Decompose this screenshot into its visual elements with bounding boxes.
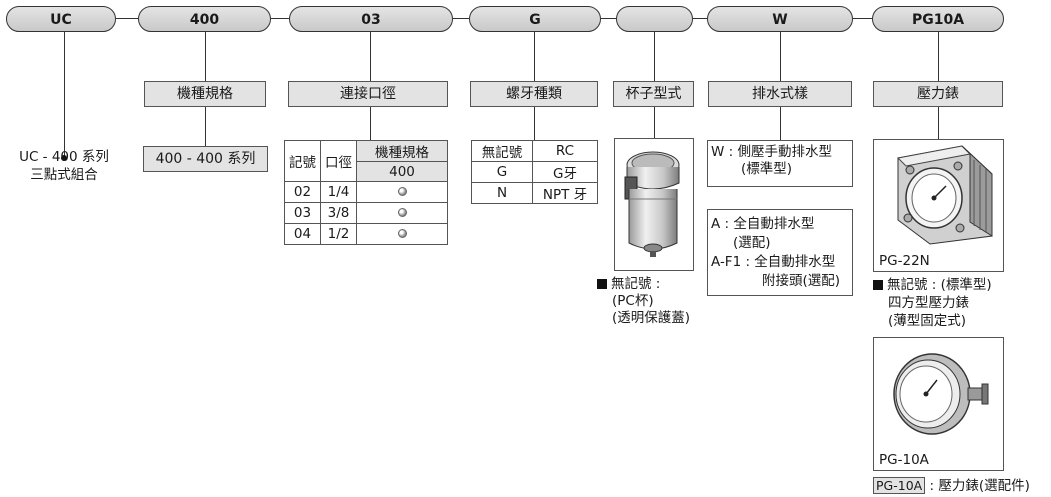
connector-line bbox=[64, 32, 65, 158]
table-row: 04 1/2 bbox=[284, 223, 448, 245]
cell-thread: RC bbox=[532, 140, 598, 162]
drain-standard-box: W : 側壓手動排水型 (標準型) bbox=[707, 140, 853, 187]
connector-line bbox=[534, 32, 535, 81]
footnote-text: : 壓力錶(選配件) bbox=[929, 478, 1030, 494]
separator bbox=[853, 18, 872, 19]
round-gauge-icon bbox=[893, 353, 989, 435]
connector-line bbox=[370, 32, 371, 81]
code-pill-cup bbox=[616, 6, 693, 32]
code-pill-gauge: PG10A bbox=[872, 6, 1004, 32]
cell-code: 04 bbox=[284, 223, 321, 245]
connector-line bbox=[938, 107, 939, 139]
gauge-model-label: PG-10A bbox=[879, 452, 929, 468]
gauge-note: 無記號 : (標準型) 四方型壓力錶 (薄型固定式) bbox=[873, 276, 992, 330]
cell-available bbox=[356, 181, 448, 203]
port-size-table: 記號 口徑 機種規格 400 02 1/4 03 3/8 04 1/2 bbox=[284, 140, 448, 245]
cup-image-box bbox=[614, 138, 694, 271]
separator bbox=[271, 18, 289, 19]
connector-line bbox=[534, 107, 535, 140]
square-bullet-icon bbox=[597, 279, 607, 289]
cup-note: 無記號 : (PC杯) (透明保護蓋) bbox=[597, 276, 690, 327]
cell-bore: 1/2 bbox=[320, 223, 357, 245]
table-row: 03 3/8 bbox=[284, 202, 448, 224]
cell-thread: G牙 bbox=[532, 161, 598, 183]
label-thread-type: 螺牙種類 bbox=[470, 81, 598, 107]
gauge-pg22n-box: PG-22N bbox=[873, 139, 1004, 272]
table-row: 無記號 RC bbox=[471, 140, 598, 162]
available-dot-icon bbox=[397, 229, 407, 238]
label-cup-type: 杯子型式 bbox=[613, 81, 694, 107]
cell-thread: NPT 牙 bbox=[532, 182, 598, 204]
option-tag: PG-10A bbox=[873, 477, 926, 494]
cell-code: N bbox=[471, 182, 533, 204]
label-model-spec: 機種規格 bbox=[144, 81, 266, 107]
model-value: 400 - 400 系列 bbox=[143, 146, 268, 172]
cell-available bbox=[356, 223, 448, 245]
connector-line bbox=[780, 32, 781, 81]
connector-dot bbox=[61, 155, 67, 161]
gauge-model-label: PG-22N bbox=[879, 253, 930, 269]
available-dot-icon bbox=[397, 187, 407, 196]
gauge-pg10a-box: PG-10A bbox=[873, 337, 1004, 471]
connector-line bbox=[205, 32, 206, 81]
available-dot-icon bbox=[397, 208, 407, 217]
square-bullet-icon bbox=[873, 280, 883, 290]
code-pill-thread: G bbox=[469, 6, 601, 32]
cell-code: 02 bbox=[284, 181, 321, 203]
separator bbox=[116, 18, 138, 19]
connector-line bbox=[654, 32, 655, 81]
cell-bore: 3/8 bbox=[320, 202, 357, 224]
code-pill-model: 400 bbox=[138, 6, 271, 32]
col-header-code: 記號 bbox=[284, 140, 321, 182]
col-header-model: 機種規格 bbox=[356, 140, 448, 162]
connector-line bbox=[205, 107, 206, 146]
connector-line bbox=[938, 32, 939, 81]
cell-available bbox=[356, 202, 448, 224]
table-row: N NPT 牙 bbox=[471, 182, 598, 204]
code-pill-port: 03 bbox=[289, 6, 453, 32]
cell-code: 03 bbox=[284, 202, 321, 224]
code-pill-series: UC bbox=[6, 6, 116, 32]
connector-line bbox=[780, 107, 781, 140]
col-header-bore: 口徑 bbox=[320, 140, 357, 182]
pc-cup-icon bbox=[624, 151, 680, 257]
code-pill-drain: W bbox=[707, 6, 853, 32]
square-gauge-icon bbox=[896, 145, 993, 245]
series-description: UC - 400 系列 三點式組合 bbox=[19, 149, 109, 183]
cell-code: G bbox=[471, 161, 533, 183]
connector-line bbox=[370, 107, 371, 140]
gauge-footnote: PG-10A : 壓力錶(選配件) bbox=[873, 477, 1030, 495]
label-drain-type: 排水式樣 bbox=[708, 81, 852, 107]
drain-option-box: A : 全自動排水型 (選配) A-F1 : 全自動排水型 附接頭(選配) bbox=[707, 209, 853, 296]
col-header-400: 400 bbox=[356, 161, 448, 182]
separator bbox=[453, 18, 469, 19]
thread-table: 無記號 RC G G牙 N NPT 牙 bbox=[471, 140, 598, 204]
separator bbox=[693, 18, 707, 19]
cell-code: 無記號 bbox=[471, 140, 533, 162]
cell-bore: 1/4 bbox=[320, 181, 357, 203]
table-row: 02 1/4 bbox=[284, 181, 448, 203]
label-port-size: 連接口徑 bbox=[288, 81, 448, 107]
label-gauge: 壓力錶 bbox=[873, 81, 1003, 107]
table-row: G G牙 bbox=[471, 161, 598, 183]
connector-line bbox=[654, 107, 655, 138]
separator bbox=[601, 18, 616, 19]
